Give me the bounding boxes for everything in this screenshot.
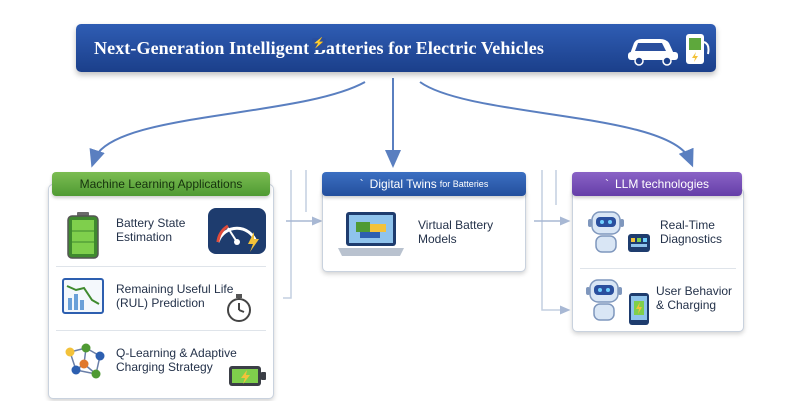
title-banner: Next-Generation Intelligent Batteries fo… (76, 24, 716, 72)
dt-item-virtual-battery: Virtual Battery Models (418, 218, 493, 246)
ml-item-battery-state: Battery State Estimation (116, 216, 185, 244)
llm-item-user-behavior: User Behavior & Charging (656, 284, 732, 312)
ml-divider-1 (56, 266, 266, 267)
llm-item-line1: Real-Time (660, 218, 715, 232)
llm-divider (580, 268, 736, 269)
car-charger-icons (628, 34, 710, 66)
laptop-icon (338, 212, 404, 256)
guide-line-3 (541, 170, 571, 315)
llm-item-diagnostics: Real-Time Diagnostics (660, 218, 722, 246)
ml-item-q-learning: Q-Learning & Adaptive Charging Strategy (116, 346, 237, 374)
dt-item-line2: Models (418, 232, 457, 246)
ml-panel-title: Machine Learning Applications (79, 177, 243, 191)
llm-panel-header: ` LLM technologies (572, 172, 742, 196)
guide-line-1 (283, 170, 292, 299)
ml-panel-header: Machine Learning Applications (52, 172, 270, 196)
ml-item-line2: (RUL) Prediction (116, 296, 205, 310)
dt-panel-title: Digital Twins (369, 177, 437, 191)
arrow-to-llm (419, 81, 694, 168)
ml-divider-2 (56, 330, 266, 331)
llm-panel-title: LLM technologies (614, 177, 710, 191)
smartphone-icon (629, 293, 649, 325)
robot-icon (588, 211, 650, 253)
arrow-to-ml (89, 81, 366, 168)
chart-icon (62, 278, 104, 314)
robot-icon (586, 279, 622, 321)
llm-panel-mark: ` (604, 177, 609, 191)
dt-panel-title-suffix: for Batteries (439, 179, 489, 189)
battery-icon (229, 366, 266, 386)
ml-item-line1: Battery State (116, 216, 186, 230)
dt-panel-header: ` Digital Twins for Batteries (322, 172, 526, 196)
llm-item-line2: Diagnostics (660, 232, 723, 246)
network-icon (65, 343, 105, 379)
dt-panel-mark: ` (359, 177, 364, 191)
car-icon (628, 39, 678, 66)
ml-item-rul-prediction: Remaining Useful Life (RUL) Prediction (116, 282, 233, 310)
stopwatch-icon (227, 294, 251, 322)
ml-item-line1: Q-Learning & Adaptive (116, 346, 237, 360)
llm-item-line1: User Behavior (656, 284, 733, 298)
lightning-icon: ⚡ (312, 38, 326, 50)
dt-item-line1: Virtual Battery (418, 218, 494, 232)
ml-item-line2: Charging Strategy (116, 360, 213, 374)
charger-icon (686, 34, 710, 64)
ml-item-line2: Estimation (116, 230, 173, 244)
battery-icon (67, 212, 99, 259)
gauge-icon (208, 208, 266, 254)
llm-item-line2: & Charging (656, 298, 717, 312)
ml-item-line1: Remaining Useful Life (116, 282, 234, 296)
